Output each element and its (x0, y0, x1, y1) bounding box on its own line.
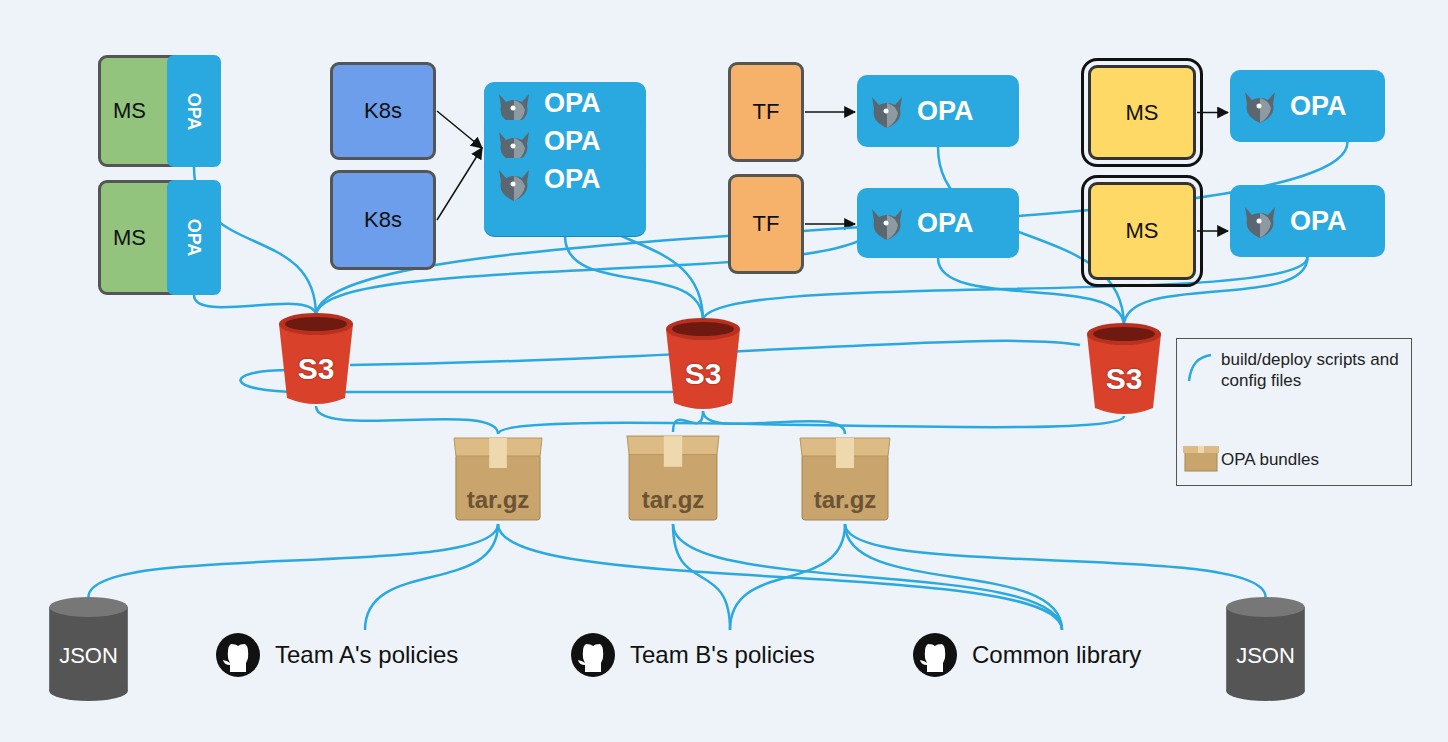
s3-bucket: S3 (662, 315, 744, 411)
opa-sidecar: OPA (167, 55, 221, 167)
node-label: MS (113, 98, 146, 124)
deploy-line (730, 524, 845, 630)
deploy-line (498, 524, 1062, 630)
microservice-box: MS (1088, 182, 1196, 280)
legend-text: OPA bundles (1221, 449, 1319, 470)
k8s-box: K8s (330, 62, 436, 160)
node-label: S3 (298, 352, 335, 386)
deploy-line (565, 236, 703, 321)
deploy-line (194, 295, 316, 316)
node-label: tar.gz (814, 486, 877, 514)
opa-box: OPA (1230, 70, 1385, 142)
s3-bucket: S3 (1083, 320, 1165, 416)
github-repo: Team A's policies (215, 628, 515, 682)
repo-label: Team A's policies (275, 641, 458, 669)
deploy-line (673, 524, 1062, 630)
node-label: tar.gz (467, 486, 530, 514)
deploy-line (316, 142, 1348, 316)
microservice-box: MS (1088, 65, 1196, 160)
opa-box: OPA (484, 158, 646, 236)
github-repo: Team B's policies (570, 628, 890, 682)
bundle-box: tar.gz (625, 430, 721, 524)
node-label: S3 (1106, 362, 1143, 396)
node-label: OPA (183, 92, 204, 130)
node-label: OPA (917, 96, 974, 127)
legend-bundle-sample (1183, 443, 1219, 473)
legend-text: build/deploy scripts and config files (1221, 349, 1401, 391)
node-label: S3 (685, 357, 722, 391)
legend-line-sample (1185, 351, 1215, 385)
node-label: OPA (544, 88, 601, 119)
opa-logo (1240, 201, 1280, 241)
opa-logo (867, 91, 907, 131)
k8s-box: K8s (330, 170, 436, 270)
query-arrow (1197, 230, 1228, 232)
bundle-box: tar.gz (452, 432, 544, 524)
s3-bucket: S3 (275, 310, 357, 406)
node-label: OPA (1290, 91, 1347, 122)
opa-box: OPA (1230, 185, 1385, 257)
node-label: JSON (1236, 643, 1295, 669)
node-label: TF (753, 211, 780, 237)
bundle-box: tar.gz (798, 432, 892, 524)
query-arrow (437, 111, 482, 148)
terraform-box: TF (728, 62, 804, 162)
deploy-line (316, 406, 498, 434)
opa-logo (1240, 86, 1280, 126)
node-label: OPA (544, 164, 601, 195)
node-label: K8s (364, 207, 402, 233)
node-label: OPA (183, 219, 204, 257)
node-label: MS (1126, 218, 1159, 244)
node-label: K8s (364, 98, 402, 124)
query-arrow (1197, 112, 1228, 114)
repo-label: Team B's policies (630, 641, 815, 669)
opa-box: OPA (857, 75, 1019, 147)
microservice-box: MS OPA (98, 55, 218, 167)
opa-logo (494, 164, 534, 204)
github-logo (570, 632, 616, 678)
github-repo: Common library (912, 628, 1212, 682)
json-store: JSON (1224, 595, 1307, 703)
json-store: JSON (47, 595, 130, 703)
github-logo (215, 632, 261, 678)
query-arrow (805, 223, 855, 225)
opa-sidecar: OPA (167, 180, 221, 295)
node-label: OPA (1290, 206, 1347, 237)
opa-logo (867, 203, 907, 243)
repo-label: Common library (972, 641, 1141, 669)
query-arrow (805, 111, 855, 113)
node-label: JSON (59, 643, 118, 669)
node-label: MS (1126, 100, 1159, 126)
deploy-line (498, 416, 1124, 434)
node-label: OPA (544, 126, 601, 157)
legend-box: build/deploy scripts and config files OP… (1176, 338, 1412, 486)
deploy-line (365, 524, 498, 630)
terraform-box: TF (728, 174, 804, 274)
node-label: MS (113, 225, 146, 251)
opa-box: OPA (857, 188, 1019, 258)
deploy-line (89, 524, 499, 597)
node-label: tar.gz (642, 486, 705, 514)
node-label: OPA (917, 208, 974, 239)
query-arrow (437, 148, 482, 220)
deploy-line (845, 524, 1062, 630)
deploy-line (845, 524, 1266, 597)
node-label: TF (753, 99, 780, 125)
deploy-line (673, 411, 703, 432)
microservice-box: MS OPA (98, 180, 218, 295)
github-logo (912, 632, 958, 678)
